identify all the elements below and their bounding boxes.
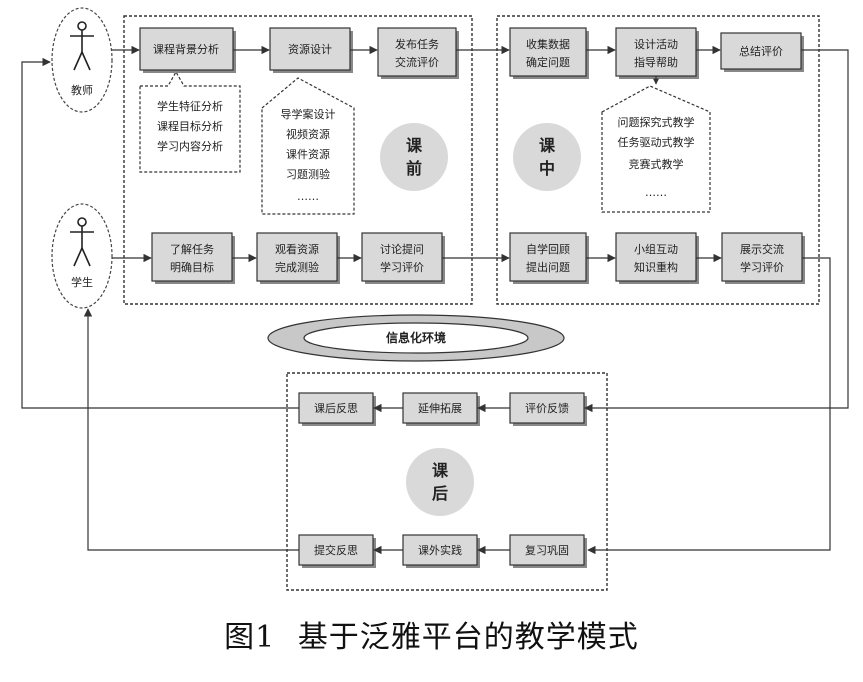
svg-text:复习巩固: 复习巩固: [525, 543, 569, 557]
pre-student-step-3: 讨论提问 学习评价: [361, 232, 445, 284]
svg-text:知识重构: 知识重构: [634, 260, 678, 274]
svg-text:课程目标分析: 课程目标分析: [157, 119, 223, 133]
svg-text:后: 后: [432, 484, 448, 503]
svg-text:展示交流: 展示交流: [740, 242, 784, 256]
teacher-label: 教师: [71, 84, 93, 97]
svg-text:学生特征分析: 学生特征分析: [157, 99, 223, 113]
environment-label: 信息化环境: [386, 330, 446, 345]
svg-text:交流评价: 交流评价: [395, 55, 439, 69]
svg-text:学习内容分析: 学习内容分析: [157, 139, 223, 153]
svg-text:问题探究式教学: 问题探究式教学: [618, 115, 695, 129]
svg-text:习题测验: 习题测验: [286, 167, 330, 181]
svg-text:观看资源: 观看资源: [275, 242, 319, 256]
in-class-label: 课 中: [513, 123, 581, 191]
svg-text:课件资源: 课件资源: [286, 147, 330, 161]
figure-number: 图1: [224, 620, 276, 655]
pre-teacher-step-3: 发布任务 交流评价: [377, 27, 459, 79]
flow-arrows: [21, 45, 849, 555]
svg-text:发布任务: 发布任务: [395, 37, 439, 51]
svg-text:确定问题: 确定问题: [526, 55, 570, 69]
svg-text:评价反馈: 评价反馈: [525, 402, 569, 415]
figure-caption: 图1 基于泛雅平台的教学模式: [0, 612, 863, 656]
svg-text:课外实践: 课外实践: [418, 543, 462, 557]
post-class-region: [286, 372, 608, 591]
svg-text:了解任务: 了解任务: [170, 242, 214, 256]
teaching-model-diagram: 教师 学生 课程背景分析 资源设计 发布任务 交流评价 学生特征分析 课程目标分…: [21, 7, 849, 591]
in-teacher-step-3: 总结评价: [720, 32, 804, 72]
in-methods-callout: 问题探究式教学 任务驱动式教学 竞赛式教学 ……: [601, 85, 711, 213]
post-student-step-2: 课外实践: [402, 534, 480, 568]
svg-text:任务驱动式教学: 任务驱动式教学: [618, 135, 695, 149]
svg-text:……: ……: [645, 186, 667, 199]
svg-text:明确目标: 明确目标: [170, 260, 214, 274]
svg-text:课后反思: 课后反思: [314, 402, 358, 415]
pre-class-label: 课 前: [380, 123, 448, 191]
in-student-step-1: 自学回顾 提出问题: [509, 232, 589, 284]
svg-text:竞赛式教学: 竞赛式教学: [629, 157, 684, 171]
post-teacher-step-3: 评价反馈: [509, 392, 587, 426]
post-student-step-1: 提交反思: [298, 534, 376, 568]
pre-resources-callout: 导学案设计 视频资源 课件资源 习题测验 ……: [261, 77, 355, 215]
in-class-region: [496, 15, 820, 305]
information-environment: 信息化环境: [267, 314, 565, 362]
in-teacher-step-2: 设计活动 指导帮助: [615, 27, 699, 79]
post-teacher-step-2: 延伸拓展: [402, 392, 480, 426]
svg-text:中: 中: [539, 159, 555, 178]
pre-class-region: [123, 15, 473, 305]
in-teacher-step-1: 收集数据 确定问题: [509, 27, 589, 79]
svg-text:小组互动: 小组互动: [634, 242, 678, 256]
svg-text:提出问题: 提出问题: [526, 260, 570, 274]
svg-text:导学案设计: 导学案设计: [281, 107, 336, 121]
post-student-step-3: 复习巩固: [509, 534, 587, 568]
svg-text:资源设计: 资源设计: [288, 42, 332, 56]
pre-teacher-step-1: 课程背景分析: [139, 27, 236, 73]
svg-text:视频资源: 视频资源: [286, 127, 330, 141]
pre-analysis-callout: 学生特征分析 课程目标分析 学习内容分析: [139, 70, 241, 173]
pre-student-step-1: 了解任务 明确目标: [151, 232, 235, 284]
svg-text:设计活动: 设计活动: [634, 38, 678, 51]
figure-title: 基于泛雅平台的教学模式: [297, 620, 639, 655]
teacher-figure-icon: [70, 21, 94, 71]
post-class-label: 课 后: [406, 448, 474, 516]
student-actor: 学生: [51, 203, 113, 309]
svg-text:前: 前: [406, 159, 422, 178]
svg-text:课: 课: [432, 461, 449, 480]
svg-text:讨论提问: 讨论提问: [380, 242, 424, 256]
in-student-step-3: 展示交流 学习评价: [721, 232, 805, 284]
svg-text:总结评价: 总结评价: [739, 44, 783, 58]
pre-teacher-step-2: 资源设计: [269, 27, 353, 73]
svg-text:课程背景分析: 课程背景分析: [153, 42, 219, 56]
svg-text:自学回顾: 自学回顾: [526, 242, 570, 256]
svg-text:收集数据: 收集数据: [526, 37, 570, 51]
svg-text:延伸拓展: 延伸拓展: [418, 401, 462, 415]
post-teacher-step-1: 课后反思: [298, 392, 376, 426]
svg-text:课: 课: [539, 136, 556, 155]
student-figure-icon: [70, 217, 94, 267]
in-student-step-2: 小组互动 知识重构: [615, 232, 699, 284]
svg-text:学习评价: 学习评价: [740, 260, 784, 274]
teacher-actor: 教师: [51, 7, 113, 113]
svg-text:提交反思: 提交反思: [314, 543, 358, 557]
svg-text:指导帮助: 指导帮助: [634, 55, 678, 69]
pre-student-step-2: 观看资源 完成测验: [256, 232, 340, 284]
student-label: 学生: [71, 275, 93, 289]
svg-text:课: 课: [406, 136, 423, 155]
svg-text:完成测验: 完成测验: [275, 260, 319, 274]
svg-text:……: ……: [297, 190, 319, 203]
svg-text:学习评价: 学习评价: [380, 260, 424, 274]
